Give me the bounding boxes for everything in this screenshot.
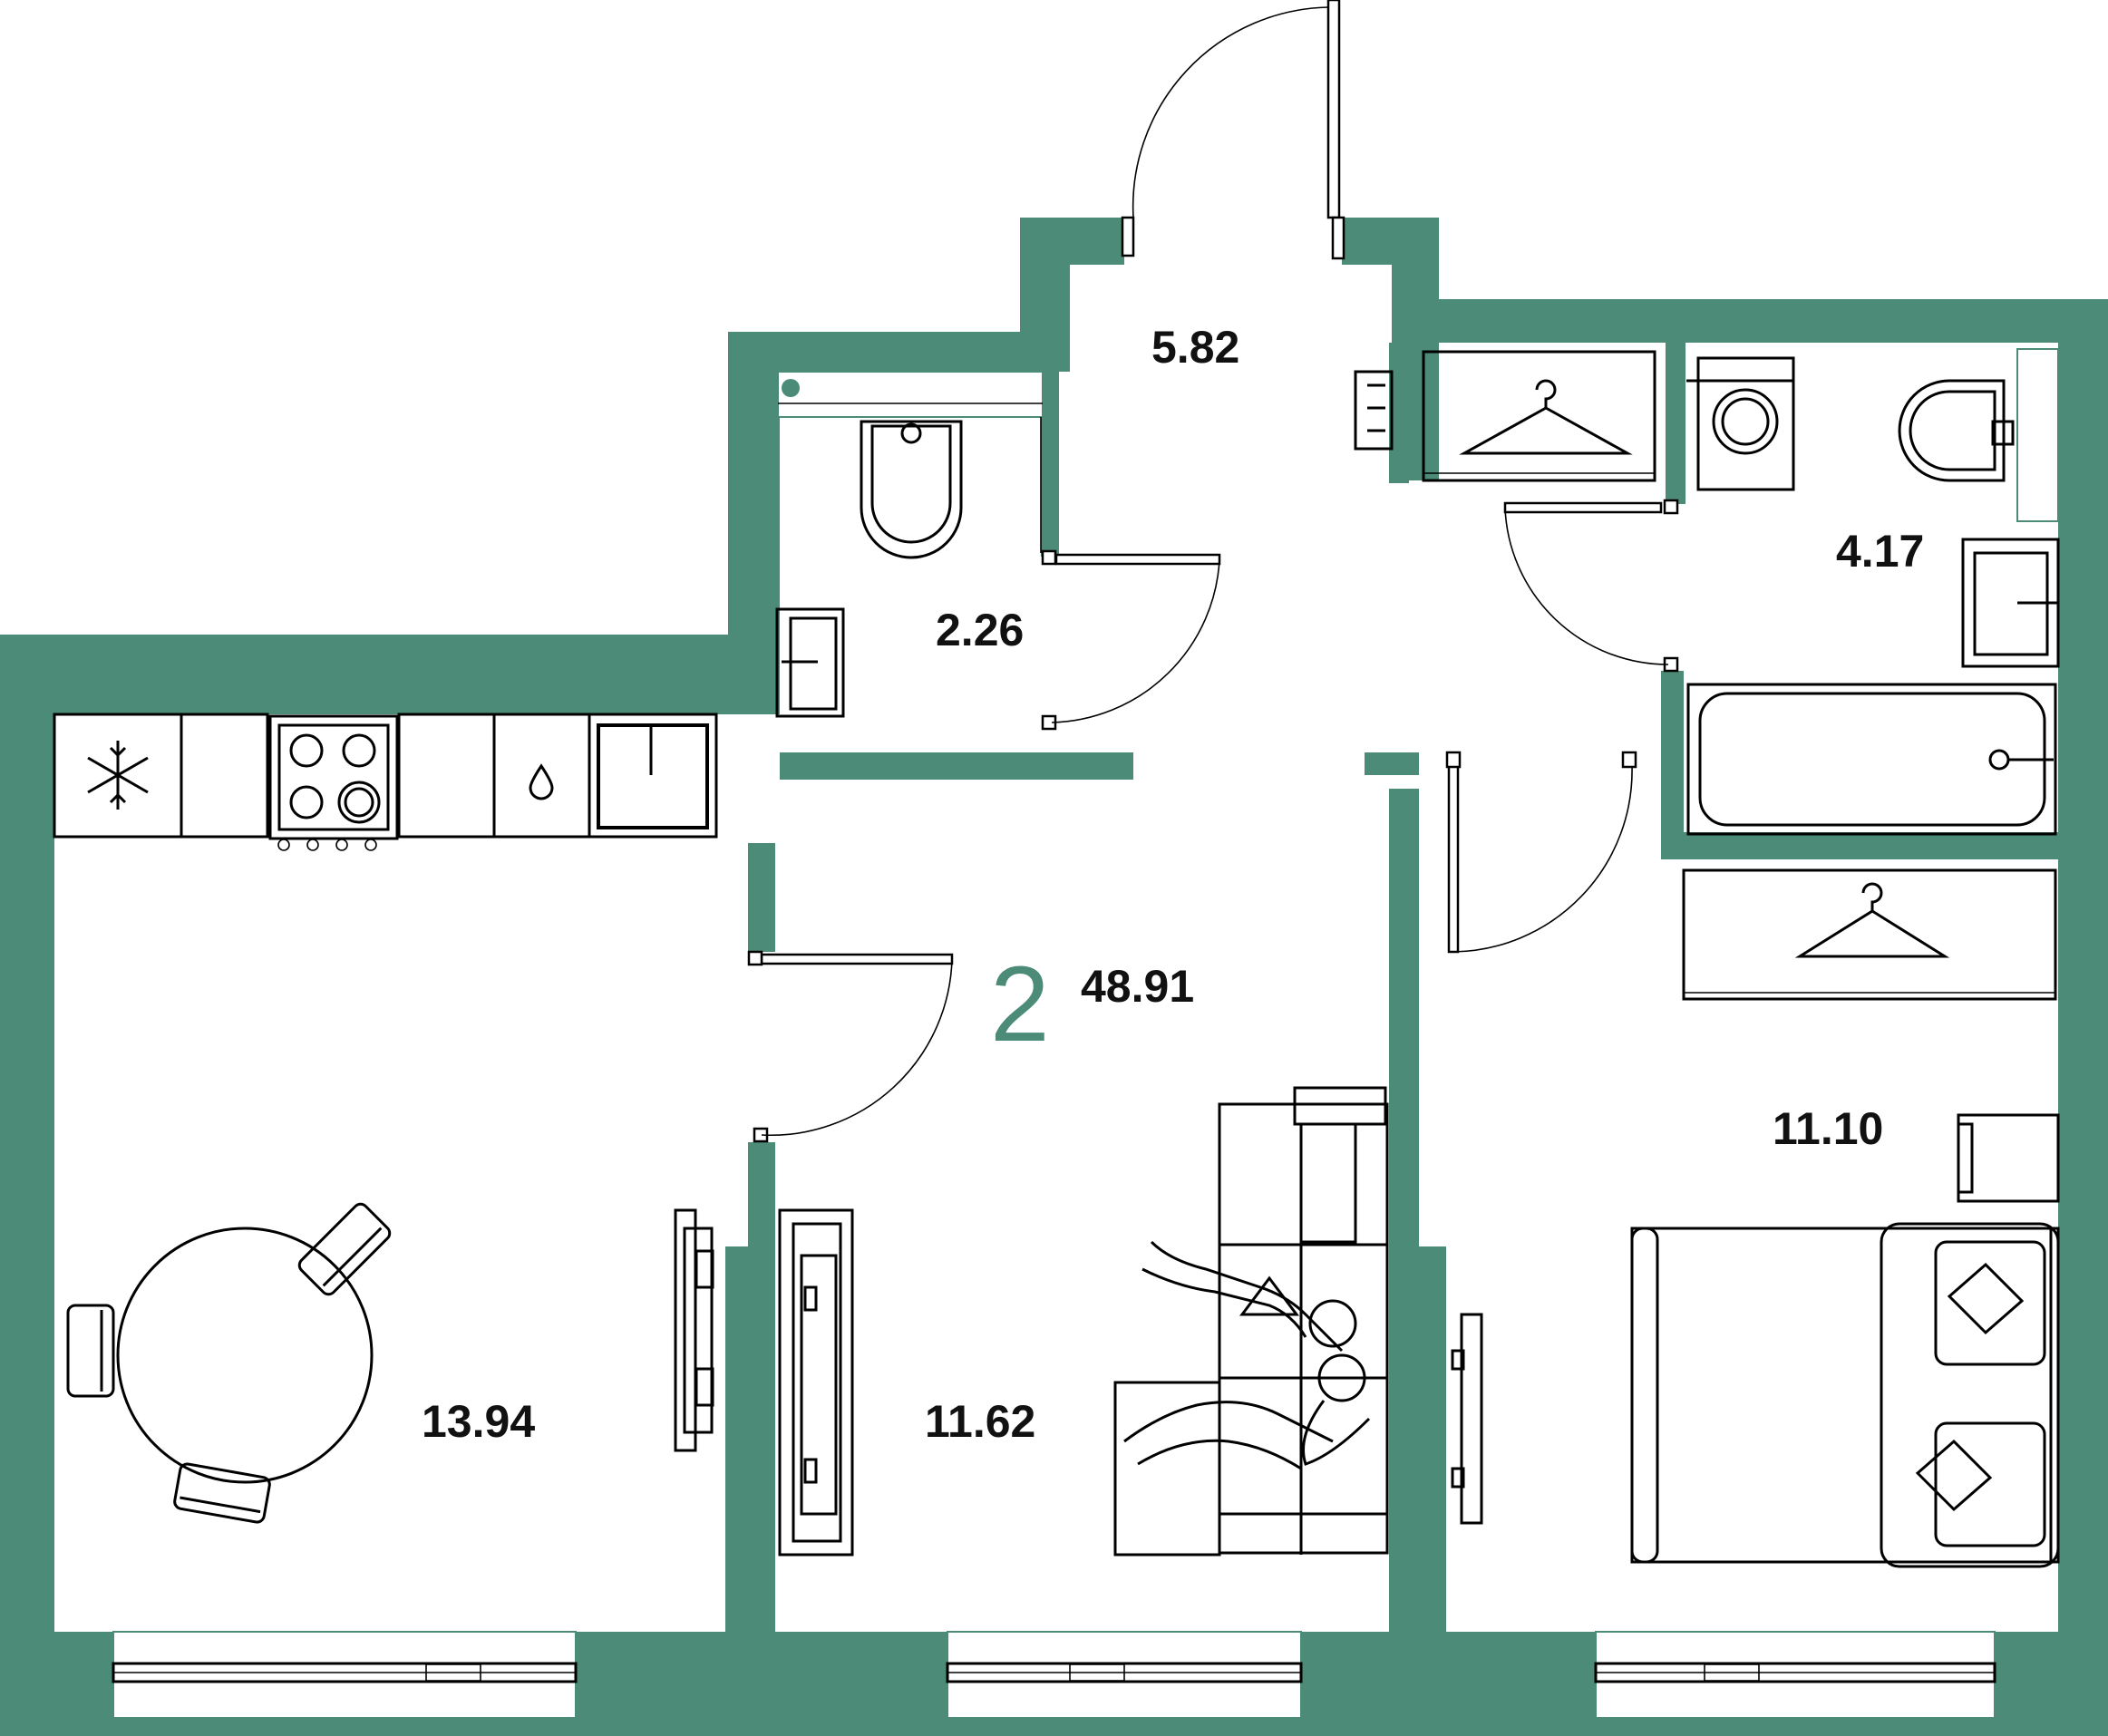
bathroom bbox=[1686, 348, 2060, 836]
stove-icon bbox=[268, 714, 399, 851]
bed-icon bbox=[1630, 1222, 2060, 1568]
hall-area-label: 5.82 bbox=[1151, 322, 1239, 373]
sofa-icon bbox=[1113, 1086, 1389, 1557]
bathtub-icon bbox=[1686, 683, 2057, 836]
hanger-icon bbox=[1794, 882, 1950, 958]
bedroom bbox=[1451, 868, 2060, 1568]
walls bbox=[0, 218, 2108, 1736]
kitchen bbox=[53, 713, 718, 1524]
people-icon bbox=[1123, 1240, 1371, 1470]
snowflake-icon bbox=[87, 741, 149, 810]
tv-stand bbox=[778, 1208, 854, 1557]
hall bbox=[1354, 350, 1656, 482]
kitchen-area-label: 13.94 bbox=[422, 1396, 535, 1447]
total-area: 48.91 bbox=[1081, 961, 1194, 1012]
shoe-rack bbox=[1354, 370, 1394, 451]
rooms-count: 2 bbox=[990, 945, 1050, 1064]
toilet-icon bbox=[1898, 379, 2015, 482]
kitchen-counter bbox=[53, 713, 718, 851]
washbasin-icon bbox=[775, 607, 845, 718]
nightstand bbox=[1957, 1113, 2060, 1203]
doors bbox=[747, 0, 1679, 1143]
windows bbox=[112, 1631, 1996, 1719]
dining-table-icon bbox=[66, 1202, 392, 1524]
living-room bbox=[674, 1086, 1389, 1557]
toilet-room bbox=[775, 371, 1044, 718]
bathroom-area-label: 4.17 bbox=[1836, 526, 1924, 577]
bedroom-area-label: 11.10 bbox=[1773, 1103, 1883, 1154]
riser-icon bbox=[782, 379, 800, 397]
water-drop-icon bbox=[529, 763, 554, 800]
washing-machine-icon bbox=[1686, 356, 1795, 491]
living-area-label: 11.62 bbox=[925, 1396, 1035, 1447]
hanger-icon bbox=[1459, 379, 1633, 455]
area-labels: 5.82 2.26 4.17 13.94 11.62 11.10 2 48.91 bbox=[422, 322, 1924, 1447]
hall-wardrobe-2 bbox=[1682, 868, 2057, 1001]
washbasin-icon bbox=[1961, 538, 2060, 668]
tv-icon bbox=[674, 1208, 714, 1452]
toilet-area-label: 2.26 bbox=[936, 605, 1024, 655]
sink-icon bbox=[588, 713, 718, 839]
tv-icon bbox=[1451, 1313, 1483, 1525]
toilet-icon bbox=[860, 420, 963, 559]
hall-wardrobe bbox=[1422, 350, 1656, 482]
